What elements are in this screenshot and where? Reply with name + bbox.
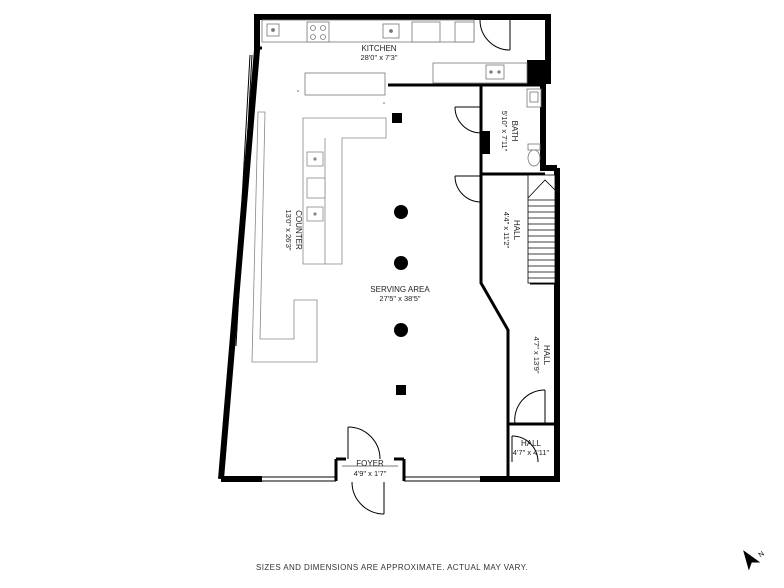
- counter-dims: 13'0" x 26'3": [284, 209, 293, 250]
- room-labels: KITCHEN 28'0" x 7'3" BATH 5'10" x 7'11" …: [284, 44, 551, 478]
- bath-dims: 5'10" x 7'11": [500, 111, 509, 152]
- foyer-label: FOYER: [356, 459, 384, 468]
- foyer-dims: 4'9" x 1'7": [354, 469, 387, 478]
- foyer-doors: [342, 426, 398, 515]
- bath-label: BATH: [510, 121, 519, 142]
- hall-upper-dims: 4'4" x 11'2": [502, 212, 511, 249]
- hall-lower-dims: 4'7" x 4'11": [513, 448, 550, 457]
- kitchen-dims: 28'0" x 7'3": [361, 53, 398, 62]
- hall-middle-label: HALL: [542, 345, 551, 366]
- kitchen-fixtures: [261, 19, 528, 96]
- hall-doors: [454, 175, 546, 463]
- hall-middle-dims: 4'7" x 13'9": [532, 337, 541, 374]
- round-columns: [394, 205, 408, 337]
- structural-columns: [392, 60, 545, 395]
- serving-area-dims: 27'5" x 38'5": [379, 294, 420, 303]
- kitchen-door: [479, 19, 511, 51]
- misc-marks: [297, 90, 385, 104]
- service-counter: [251, 111, 387, 363]
- exterior-walls: [218, 14, 560, 482]
- compass-label: N: [758, 551, 766, 560]
- hall-upper-label: HALL: [512, 220, 521, 241]
- bath-fixtures: [526, 88, 542, 167]
- hall-lower-label: HALL: [521, 439, 542, 448]
- disclaimer: SIZES AND DIMENSIONS ARE APPROXIMATE. AC…: [255, 563, 529, 572]
- serving-area-label: SERVING AREA: [370, 285, 430, 294]
- stair: [527, 174, 556, 284]
- counter-label: COUNTER: [294, 210, 303, 250]
- bath-door: [454, 106, 482, 134]
- north-arrow-icon: N: [743, 550, 766, 571]
- left-windows: [222, 54, 253, 461]
- storefront-windows: [262, 476, 482, 482]
- kitchen-label: KITCHEN: [361, 44, 396, 53]
